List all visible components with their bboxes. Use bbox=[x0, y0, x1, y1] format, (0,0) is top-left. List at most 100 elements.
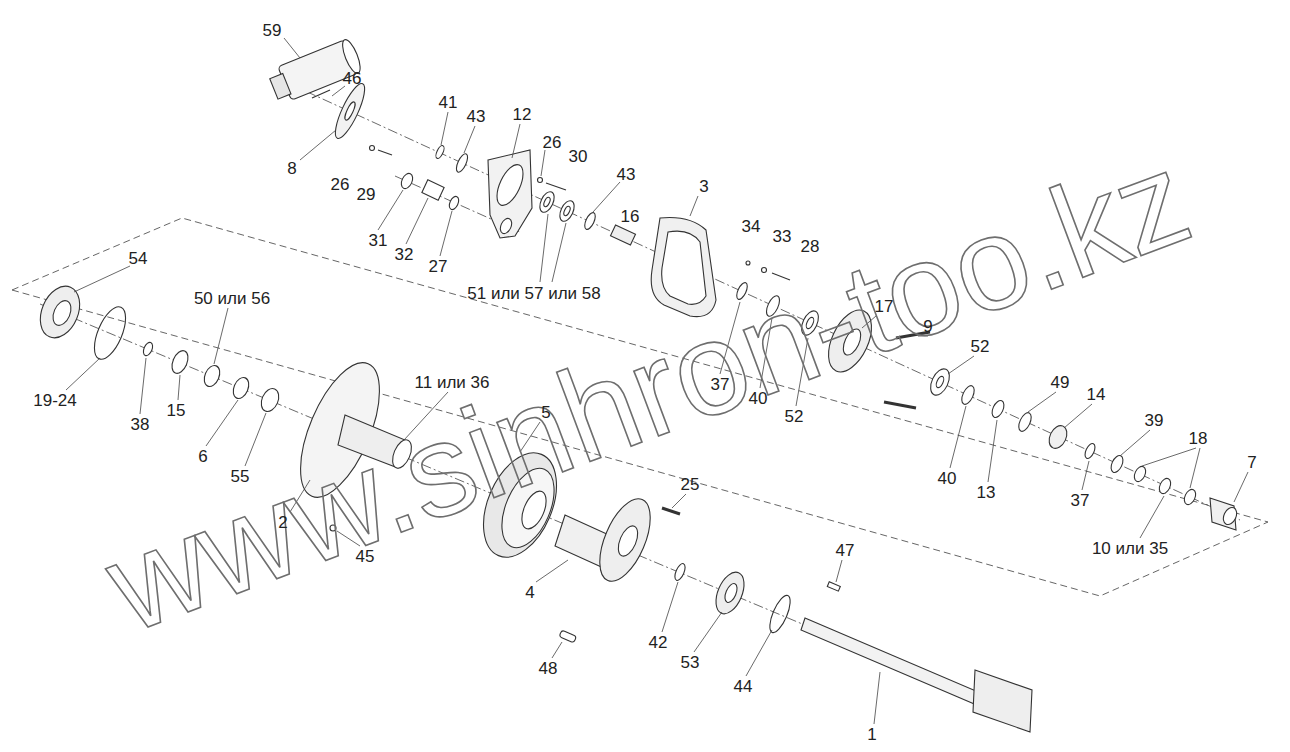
leader-line bbox=[441, 112, 448, 145]
bearing-bore bbox=[722, 582, 739, 604]
callout-number: 18 bbox=[1189, 430, 1208, 447]
callout-number: 7 bbox=[1247, 454, 1256, 471]
shaft-piece bbox=[610, 225, 635, 245]
key bbox=[827, 582, 840, 591]
hub-bore bbox=[614, 523, 641, 559]
leader-line bbox=[1234, 472, 1248, 502]
callout-number: 40 bbox=[938, 470, 957, 487]
callout-number: 42 bbox=[649, 634, 668, 651]
callout-number: 27 bbox=[429, 258, 448, 275]
housing-bore bbox=[492, 161, 529, 209]
leader-line bbox=[1120, 430, 1150, 456]
watermark: www.sinhron-too.kz bbox=[91, 131, 1205, 653]
bearing-bore bbox=[50, 298, 75, 328]
callout-number: 17 bbox=[875, 298, 894, 315]
washer bbox=[746, 261, 750, 265]
bearing bbox=[537, 189, 557, 214]
leader-line bbox=[948, 356, 974, 374]
leader-line bbox=[1140, 496, 1164, 538]
leader-line bbox=[540, 214, 548, 282]
bearing-bore bbox=[935, 375, 946, 388]
callout-number: 33 bbox=[773, 228, 792, 245]
callout-number: 6 bbox=[198, 448, 207, 465]
callout-number: 39 bbox=[1145, 412, 1164, 429]
hub-flange bbox=[589, 492, 660, 589]
callout-number: 44 bbox=[734, 678, 753, 695]
leader-line bbox=[662, 582, 678, 632]
leader-line bbox=[378, 190, 403, 230]
leader-line bbox=[245, 413, 266, 466]
bearing bbox=[201, 363, 222, 389]
leader-line bbox=[1028, 392, 1056, 412]
leader-line bbox=[672, 494, 686, 508]
callout-number: 52 bbox=[785, 408, 804, 425]
callout-number: 37 bbox=[711, 376, 730, 393]
leader-line bbox=[300, 130, 336, 160]
washer bbox=[169, 348, 191, 376]
ring bbox=[230, 375, 251, 401]
washer bbox=[1157, 477, 1173, 496]
seal bbox=[1016, 411, 1034, 433]
washer bbox=[1182, 488, 1198, 507]
shaft-flange bbox=[973, 670, 1032, 732]
callout-number: 59 bbox=[263, 22, 282, 39]
callout-number: 25 bbox=[681, 476, 700, 493]
callout-number: 12 bbox=[513, 106, 532, 123]
ring bbox=[142, 341, 155, 357]
motor bbox=[267, 38, 364, 105]
washer bbox=[762, 268, 767, 273]
leader-line bbox=[512, 124, 520, 158]
leader-line bbox=[988, 420, 997, 482]
key bbox=[559, 630, 576, 643]
leader-line bbox=[332, 86, 345, 96]
callout-number: 48 bbox=[539, 660, 558, 677]
bush bbox=[1046, 423, 1071, 452]
leader-line bbox=[74, 266, 130, 292]
leader-line bbox=[536, 560, 568, 582]
housing bbox=[488, 150, 532, 238]
callout-number: 28 bbox=[801, 238, 820, 255]
callout-number: 52 bbox=[971, 338, 990, 355]
callout-number: 53 bbox=[681, 654, 700, 671]
shaft bbox=[801, 618, 990, 709]
callout-number: 54 bbox=[129, 250, 148, 267]
bearing bbox=[927, 366, 953, 398]
leader-line bbox=[950, 406, 966, 468]
callout-number: 40 bbox=[749, 390, 768, 407]
callout-number: 16 bbox=[621, 208, 640, 225]
pin bbox=[312, 90, 330, 98]
callout-number: 2 bbox=[278, 514, 287, 531]
callout-number: 8 bbox=[287, 160, 296, 177]
callout-number: 9 bbox=[923, 318, 932, 335]
leader-line bbox=[1064, 404, 1092, 428]
callout-number: 43 bbox=[617, 166, 636, 183]
callout-number: 49 bbox=[1051, 374, 1070, 391]
leader-line bbox=[694, 612, 722, 652]
callout-number: 26 bbox=[543, 134, 562, 151]
bearing-bore bbox=[543, 196, 552, 207]
callout-number: 15 bbox=[167, 402, 186, 419]
shim bbox=[88, 303, 132, 364]
callout-number: 13 bbox=[977, 484, 996, 501]
leader-line bbox=[440, 211, 452, 256]
circlip bbox=[766, 593, 795, 635]
ring bbox=[673, 562, 687, 582]
washer bbox=[1132, 465, 1148, 484]
bush bbox=[422, 180, 444, 200]
leader-line bbox=[1190, 448, 1200, 488]
leader-line bbox=[593, 182, 620, 212]
housing-bore bbox=[498, 217, 514, 236]
leader-line bbox=[1082, 461, 1089, 490]
callout-number: 34 bbox=[742, 218, 761, 235]
ring bbox=[1109, 454, 1126, 475]
leader-line bbox=[874, 672, 880, 724]
ring bbox=[959, 384, 977, 406]
callout-number: 43 bbox=[467, 108, 486, 125]
callout-number: 30 bbox=[569, 148, 588, 165]
callout-number: 19-24 bbox=[33, 392, 76, 409]
washer bbox=[447, 195, 460, 211]
screw bbox=[378, 150, 392, 155]
bolt bbox=[662, 508, 680, 514]
callout-number: 3 bbox=[699, 178, 708, 195]
leader-line bbox=[552, 223, 566, 282]
